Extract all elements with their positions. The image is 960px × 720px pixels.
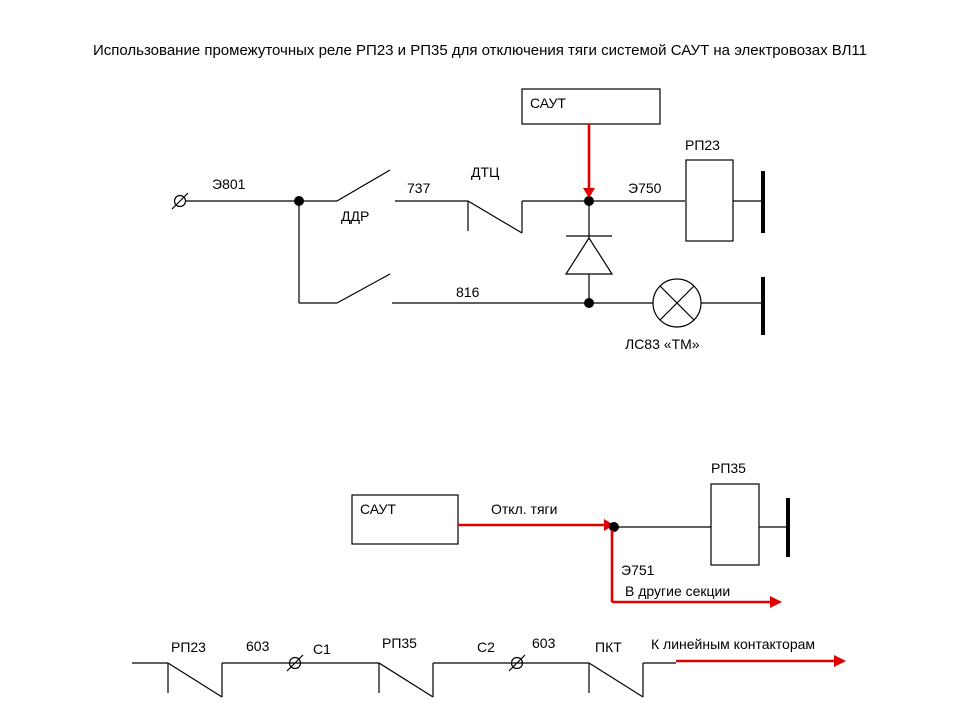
label-lamp: ЛС83 «ТМ» [625,336,700,352]
pkt-contact [588,662,644,698]
terminal-c1 [286,654,304,672]
label-e750: Э750 [628,180,662,196]
ddr-upper-contact [336,169,391,202]
page-title: Использование промежуточных реле РП23 и … [92,42,868,59]
label-signal: Откл. тяги [491,501,557,517]
label-ddr: ДДР [341,208,369,224]
saut-box-top [521,88,661,125]
label-rp35: РП35 [711,460,746,476]
label-816: 816 [456,284,480,300]
terminal-e801 [171,192,189,210]
rp35-contact [378,662,434,698]
label-dtc: ДТЦ [471,164,500,180]
label-e801: Э801 [212,176,246,192]
label-line-contactors: К линейным контакторам [651,636,815,652]
lamp-icon [652,278,702,328]
ddr-lower-contact [336,273,391,304]
diode-icon [564,201,614,303]
arrow-right-icon [770,596,782,608]
arrow-right-icon [604,519,614,531]
label-rp23: РП23 [685,137,720,153]
label-rp23-contact: РП23 [171,639,206,655]
rp23-contact [167,662,223,698]
label-e751: Э751 [621,562,655,578]
relay-rp23-coil [685,159,734,242]
saut-label-middle: САУТ [360,501,396,517]
label-737: 737 [407,180,431,196]
terminal-c2 [508,654,526,672]
top-circuit: Э801 ДДР 737 816 ДТЦ Э750 САУТ [171,88,765,352]
label-603-b: 603 [532,635,556,651]
label-pkt: ПКТ [595,639,622,655]
arrow-right-icon [834,655,846,667]
label-603-a: 603 [246,638,270,654]
middle-circuit: САУТ Откл. тяги РП35 Э751 В другие секци… [351,460,790,608]
label-rp35-contact: РП35 [382,635,417,651]
saut-label-top: САУТ [530,95,566,111]
label-c1: С1 [313,641,331,657]
saut-box-middle [351,494,459,545]
arrow-down-icon [583,188,595,198]
relay-rp35-coil [710,483,760,566]
label-other-sections: В другие секции [625,583,730,599]
bottom-circuit: РП23 603 С1 РП35 С2 603 ПКТ [132,635,846,698]
dtc-contact [467,200,523,234]
label-c2: С2 [477,639,495,655]
